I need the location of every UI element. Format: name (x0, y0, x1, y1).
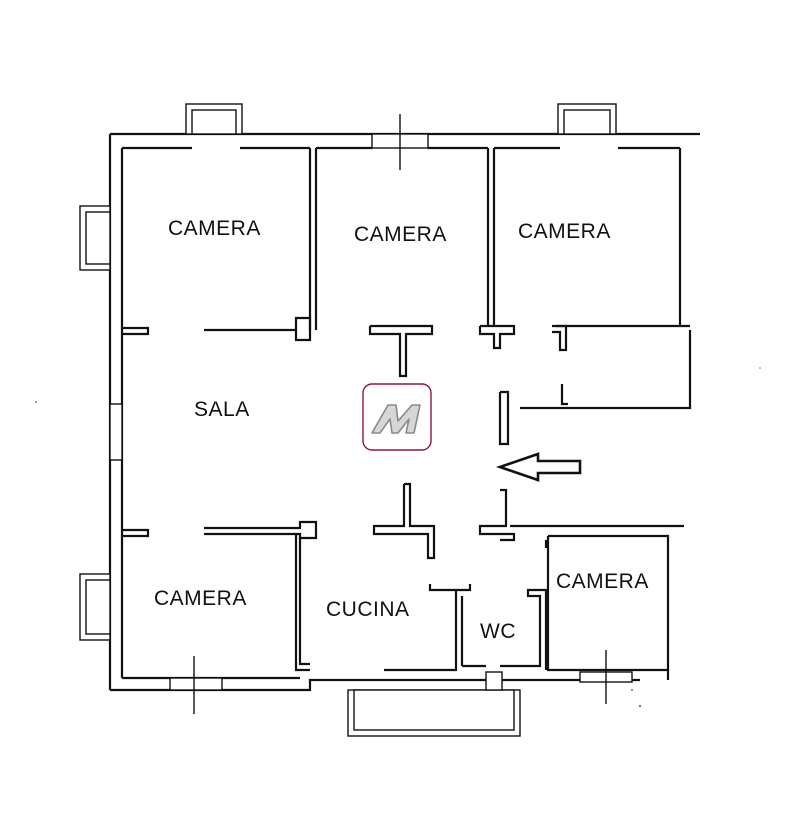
entrance-arrow-icon (495, 452, 582, 482)
room-label-camera-bottom-left: CAMERA (154, 587, 247, 610)
room-label-sala: SALA (194, 398, 250, 421)
room-label-camera-bottom-right: CAMERA (556, 570, 649, 593)
room-label-wc: WC (480, 620, 516, 643)
room-label-camera-top-center: CAMERA (354, 223, 447, 246)
windows (109, 114, 633, 714)
scan-noise (35, 367, 761, 708)
room-label-camera-top-right: CAMERA (518, 220, 611, 243)
balconies (79, 103, 617, 737)
room-label-cucina: CUCINA (326, 598, 410, 621)
agency-logo (362, 383, 432, 451)
agency-logo-icon (362, 383, 432, 451)
room-label-camera-top-left: CAMERA (168, 217, 261, 240)
interior-walls (122, 148, 568, 672)
